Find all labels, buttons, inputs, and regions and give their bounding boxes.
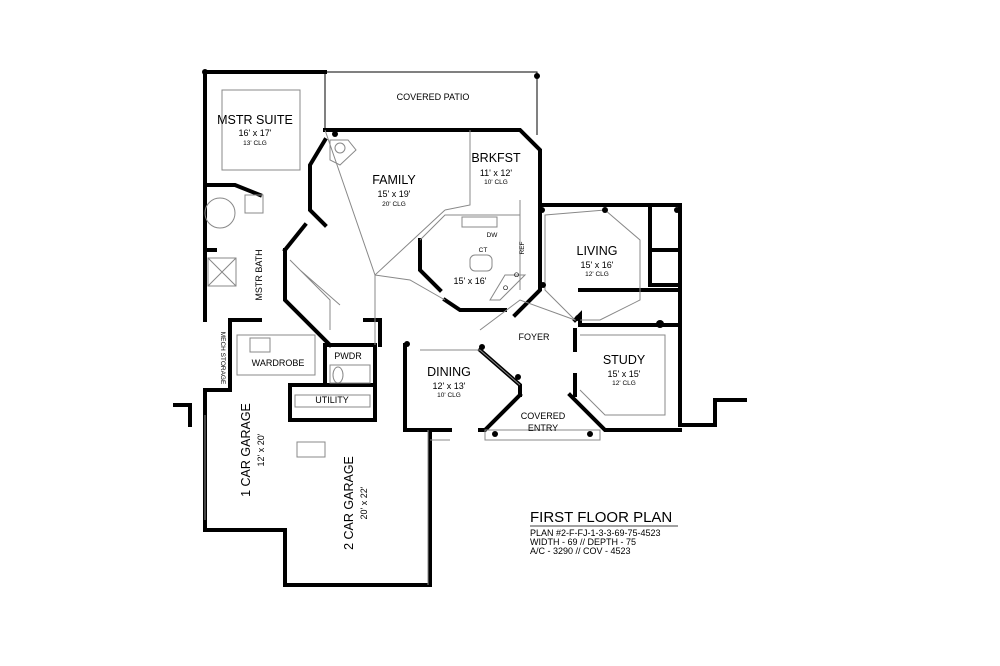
plan-dimensions: WIDTH - 69 // DEPTH - 75: [530, 537, 636, 547]
kitchen-cooktop: CT: [479, 247, 488, 254]
room-labels: COVERED PATIO MSTR SUITE 16' x 17' 13' C…: [217, 92, 646, 550]
label-family: FAMILY: [372, 173, 416, 187]
label-covered-entry-2: ENTRY: [528, 423, 558, 433]
garage-1-size: 12' x 20': [256, 433, 266, 466]
kitchen-oven-a: O: [503, 285, 508, 292]
label-garage-1: 1 CAR GARAGE: [239, 403, 253, 497]
label-covered-entry-1: COVERED: [521, 411, 566, 421]
label-wardrobe: WARDROBE: [252, 358, 305, 368]
plan-info: FIRST FLOOR PLAN PLAN #2-F-FJ-1-3-3-69-7…: [530, 509, 678, 556]
label-study: STUDY: [603, 353, 646, 367]
dining-size: 12' x 13': [433, 381, 466, 391]
columns: [202, 69, 680, 437]
master-suite-ceiling: 13' CLG: [243, 140, 267, 147]
walls: [173, 70, 747, 587]
label-dining: DINING: [427, 365, 471, 379]
plan-area: A/C - 3290 // COV - 4523: [530, 546, 631, 556]
label-living: LIVING: [577, 244, 618, 258]
study-size: 15' x 15': [608, 369, 641, 379]
master-suite-size: 16' x 17': [239, 128, 272, 138]
family-ceiling: 20' CLG: [382, 201, 406, 208]
kitchen-oven-b: O: [514, 272, 519, 279]
kitchen-refrigerator: REF: [519, 241, 526, 254]
label-mech-storage: MECH STORAGE: [219, 332, 226, 385]
kitchen-dishwasher: DW: [487, 232, 499, 239]
kitchen-size: 15' x 16': [454, 276, 487, 286]
garage-2-size: 20' x 22': [359, 486, 369, 519]
label-foyer: FOYER: [518, 332, 550, 342]
plan-title: FIRST FLOOR PLAN: [530, 509, 672, 526]
breakfast-size: 11' x 12': [480, 168, 513, 178]
plan-number: PLAN #2-F-FJ-1-3-3-69-75-4523: [530, 528, 661, 538]
label-breakfast: BRKFST: [471, 151, 521, 165]
breakfast-ceiling: 10' CLG: [484, 179, 508, 186]
label-utility: UTILITY: [315, 395, 349, 405]
label-garage-2: 2 CAR GARAGE: [342, 456, 356, 550]
dining-ceiling: 10' CLG: [437, 392, 461, 399]
label-master-suite: MSTR SUITE: [217, 113, 293, 127]
study-ceiling: 12' CLG: [612, 380, 636, 387]
label-powder: PWDR: [334, 351, 362, 361]
family-size: 15' x 19': [378, 189, 411, 199]
interior-lines: [204, 89, 666, 585]
label-master-bath: MSTR BATH: [254, 249, 264, 300]
living-size: 15' x 16': [581, 260, 614, 270]
living-ceiling: 12' CLG: [585, 271, 609, 278]
label-covered-patio: COVERED PATIO: [397, 92, 470, 102]
